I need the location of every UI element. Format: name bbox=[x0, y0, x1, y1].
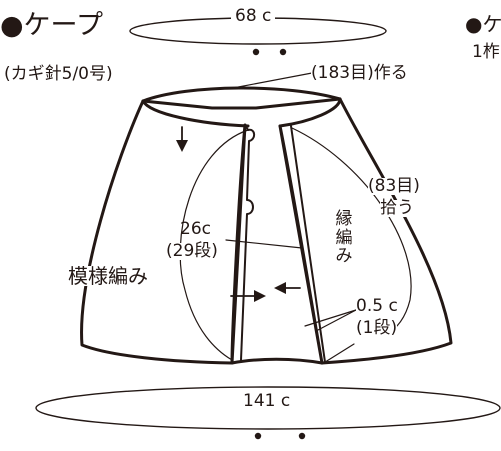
length-arc bbox=[179, 129, 249, 361]
cape-neckline-front bbox=[278, 97, 342, 128]
pickup-arc bbox=[291, 127, 412, 336]
edge-char-1: 縁 bbox=[335, 209, 353, 229]
right-arrow-head bbox=[254, 290, 266, 302]
edge-char-2: 編 bbox=[335, 227, 353, 248]
edge-rows-label: (1段) bbox=[356, 318, 398, 338]
hook-size-label: (カギ針5/0号) bbox=[4, 64, 113, 84]
edge-leader-b bbox=[317, 309, 357, 331]
neck-dot-left bbox=[252, 48, 260, 56]
edge-leader-c bbox=[321, 343, 355, 365]
left-edge-band bbox=[240, 124, 256, 361]
cape-neckline-back bbox=[141, 99, 250, 128]
down-arrow-head bbox=[176, 140, 188, 152]
hem-dot-left bbox=[254, 432, 262, 440]
cape-hem-gap bbox=[230, 357, 324, 365]
neck-dot-right bbox=[279, 48, 287, 56]
neck-width-label: 68 c bbox=[231, 8, 276, 25]
edge-stitch-label: 縁 編 み bbox=[335, 210, 353, 266]
hem-width-label: 141 c bbox=[239, 393, 295, 410]
pickup-label: 拾う bbox=[380, 198, 414, 218]
length-leader bbox=[225, 239, 303, 249]
neck-leader bbox=[232, 72, 313, 89]
edge-width-label: 0.5 c bbox=[356, 296, 398, 316]
pattern-label: 模様編み bbox=[68, 264, 148, 288]
pickup-stitches-label: (83目) bbox=[368, 176, 420, 196]
neck-stitches-label: (183目)作る bbox=[311, 63, 408, 83]
cape-title: ●ケープ bbox=[0, 10, 103, 41]
length-label: 26c bbox=[180, 219, 211, 239]
cape-right-panel bbox=[278, 97, 453, 365]
left-arrow-head bbox=[274, 282, 286, 294]
clipped-marker: ●ケ bbox=[465, 12, 501, 36]
hem-dot-right bbox=[298, 432, 306, 440]
length-rows-label: (29段) bbox=[166, 241, 218, 261]
hem-width-bracket bbox=[35, 386, 501, 430]
edge-leader-a bbox=[304, 309, 357, 327]
edge-char-3: み bbox=[335, 246, 353, 267]
right-edge-band bbox=[290, 125, 326, 363]
clipped-text: 1柞 bbox=[472, 42, 500, 62]
